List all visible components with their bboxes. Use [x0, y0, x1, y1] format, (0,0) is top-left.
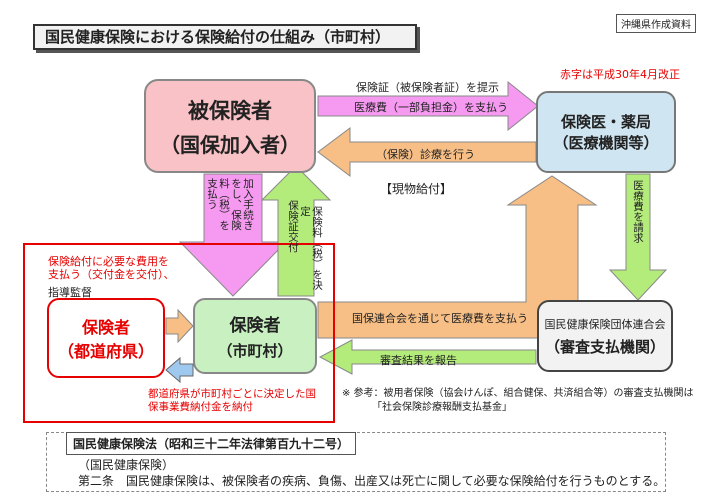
node-insured-line2: （国保加入者） [160, 132, 300, 157]
arrow-claim-fee [608, 173, 668, 301]
label-benefit-in-kind: 【現物給付】 [380, 182, 453, 196]
label-issue-card: 保険証交付 [287, 200, 299, 253]
label-show-card: 保険証（被保険者証）を提示 [356, 81, 499, 94]
node-medical: 保険医・薬局 （医療機関等） [536, 91, 676, 173]
node-medical-line2: （医療機関等） [553, 134, 659, 152]
node-insured-line1: 被保険者 [188, 98, 272, 123]
law-title: 国民健康保険法（昭和三十二年法律第百九十二号） [66, 432, 357, 455]
arrow-report-review [318, 339, 537, 375]
label-enroll-pay: 加入手続きをし、保険料（税）を支払う [206, 178, 254, 231]
arrow-provide-care [317, 127, 537, 177]
node-prefecture-line2: （都道府県） [57, 342, 154, 361]
reference-note-line2: 「社会保険診療報酬支払基金」 [372, 402, 512, 413]
arrow-enroll-pay [178, 173, 288, 297]
page-title: 国民健康保険における保険給付の仕組み（市町村） [33, 24, 417, 50]
node-insured: 被保険者 （国保加入者） [144, 79, 316, 173]
node-insurer-line2: （市町村） [217, 342, 293, 360]
node-insurer: 保険者 （市町村） [193, 298, 317, 374]
label-provide-care: （保険）診療を行う [376, 148, 475, 161]
arrow-pay-copay [317, 80, 539, 132]
credit-label: 沖縄県作成資料 [616, 14, 696, 33]
label-pref-funding: 保険給付に必要な費用を支払う（交付金を交付）、 [48, 255, 175, 281]
arrow-issue-card [260, 165, 332, 297]
label-pref-contribution: 都道府県が市町村ごとに決定した国保事業費納付金を納付 [148, 388, 316, 413]
node-prefecture-line1: 保険者 [81, 318, 130, 337]
law-line2: 第二条 国民健康保険は、被保険者の疾病、負傷、出産又は死亡に関して必要な保険給付… [78, 474, 666, 488]
node-insurer-line1: 保険者 [229, 316, 281, 336]
label-claim-fee: 医療費を請求 [632, 180, 644, 243]
label-pay-copay: 医療費（一部負担金）を支払う [354, 101, 508, 114]
label-pay-via-federation: 国保連合会を通じて医療費を支払う [352, 312, 528, 325]
node-medical-line1: 保険医・薬局 [560, 113, 651, 131]
reference-note-line1: ※ 参考：被用者保険（協会けんぽ、組合健保、共済組合等）の審査支払機関は [342, 388, 694, 399]
law-line1: （国民健康保険） [78, 458, 175, 472]
arrow-pref-funding [165, 308, 194, 344]
node-federation-line1: 国民健康保険団体連合会 [544, 317, 666, 331]
node-federation: 国民健康保険団体連合会 （審査支払機関） [537, 300, 673, 372]
label-pref-supervise: 指導監督 [48, 286, 92, 299]
label-report-review: 審査結果を報告 [380, 354, 457, 367]
revision-frame [23, 243, 335, 423]
node-prefecture: 保険者 （都道府県） [47, 298, 165, 378]
revised-note: 赤字は平成30年4月改正 [560, 68, 680, 81]
node-federation-line2: （審査支払機関） [544, 337, 665, 356]
label-set-premium: 保険料（税）を決定 [299, 206, 323, 290]
arrow-pay-via-federation [317, 175, 598, 339]
arrow-pref-contribution [165, 356, 194, 384]
